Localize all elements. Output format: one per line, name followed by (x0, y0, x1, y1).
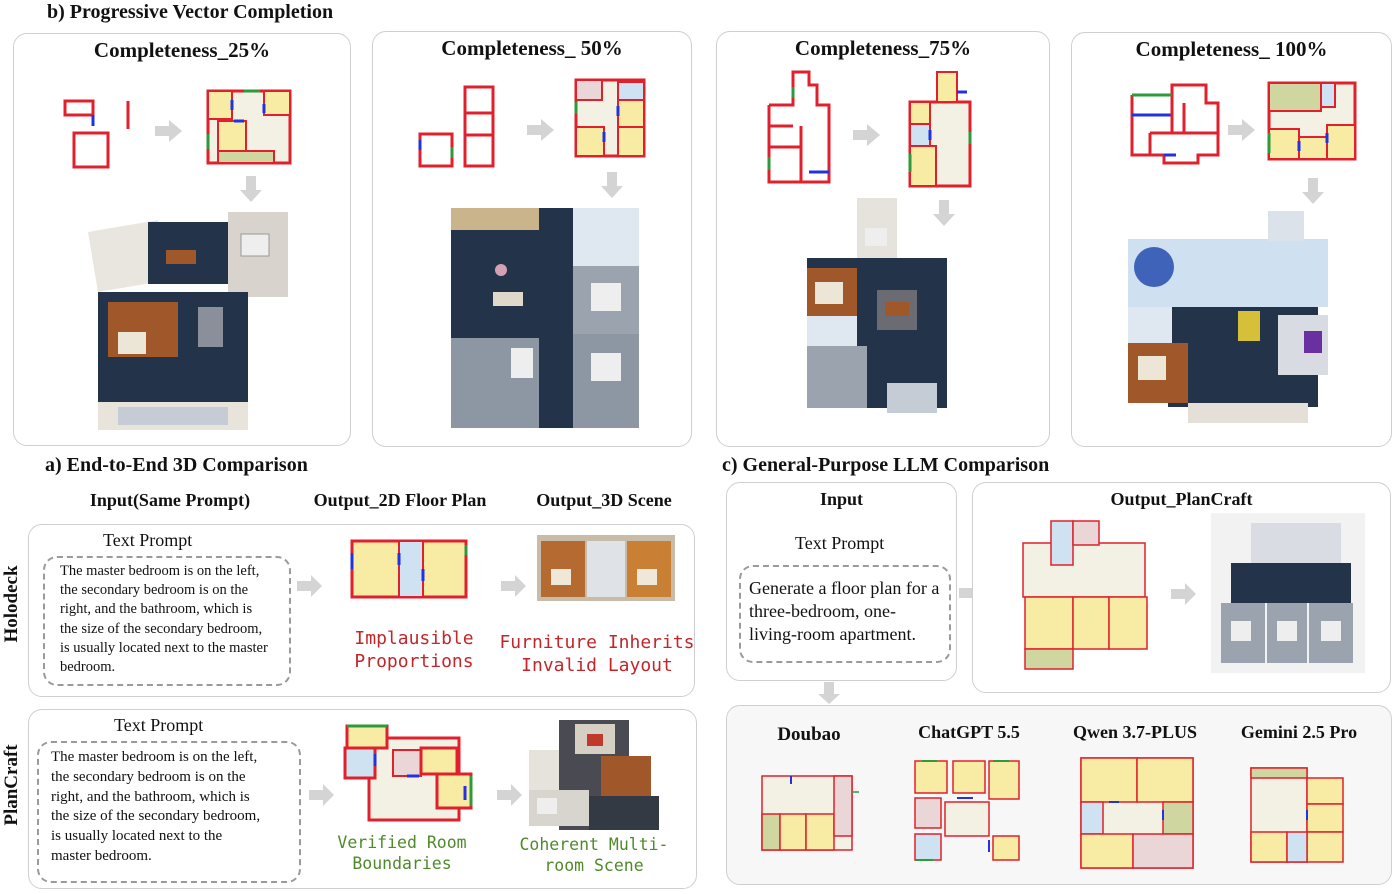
panel-title: Completeness_ 50% (441, 36, 623, 60)
render-3d-scene (807, 198, 947, 413)
plancraft-diagram (309, 720, 659, 830)
header-input: Input(Same Prompt) (89, 490, 251, 510)
prompt-text: The master bedroom is on the left, the s… (60, 563, 268, 676)
arrow-right-icon (297, 575, 322, 597)
arrow-down-icon (1302, 178, 1324, 204)
arrow-right-icon (1228, 119, 1255, 141)
chatgpt-plan (914, 760, 1020, 861)
arrow-right-icon (497, 784, 522, 806)
output-plancraft-diagram (1022, 513, 1365, 673)
arrow-down-icon (818, 682, 840, 704)
arrow-right-icon (155, 120, 182, 142)
arrow-down-icon (601, 172, 623, 198)
scene-note: Furniture Inherits Invalid Layout (499, 632, 695, 676)
scene-note: Coherent Multi- room Scene (519, 835, 669, 875)
arrow-right-icon (501, 575, 526, 597)
panel-completeness-50: Completeness_ 50% (372, 31, 692, 447)
model-name-gemini: Gemini 2.5 Pro (1240, 722, 1358, 742)
render-3d-scene (88, 212, 288, 430)
panel-50-diagram (418, 78, 646, 428)
prompt-box (43, 556, 291, 686)
prompt-box (37, 741, 301, 883)
header-3d-scene: Output_3D Scene (536, 490, 672, 510)
panel-100-diagram (1128, 81, 1357, 423)
doubao-plan (761, 775, 859, 851)
panel-25-diagram (63, 89, 292, 430)
model-name-chatgpt: ChatGPT 5.5 (918, 722, 1020, 742)
panel-title: Completeness_75% (794, 36, 972, 60)
arrow-right-icon (527, 119, 554, 141)
render-3d-scene (451, 208, 639, 428)
qwen-plan (1080, 757, 1194, 869)
arrow-right-icon (853, 124, 880, 146)
prompt-text: Generate a floor plan for a three-bedroo… (749, 578, 940, 644)
prompt-title: Text Prompt (795, 533, 885, 553)
header-2d-floor-plan: Output_2D Floor Plan (313, 490, 487, 510)
output-header: Output_PlanCraft (1110, 489, 1253, 509)
prompt-title: Text Prompt (114, 715, 204, 735)
render-3d-scene (1211, 513, 1365, 673)
prompt-text: The master bedroom is on the left, the s… (51, 749, 261, 864)
plan-note: Verified Room Boundaries (337, 833, 467, 873)
render-3d-scene (537, 535, 675, 601)
panel-completeness-25: Completeness_25% (13, 33, 351, 446)
prompt-box (739, 565, 951, 663)
panel-title: Completeness_ 100% (1135, 37, 1328, 61)
input-card: Input Text Prompt Generate a floor plan … (726, 482, 957, 681)
model-name-doubao: Doubao (777, 724, 841, 745)
section-b-title: b) Progressive Vector Completion (47, 1, 334, 23)
arrow-down-icon (240, 176, 262, 202)
model-name-qwen: Qwen 3.7-PLUS (1072, 722, 1197, 742)
render-3d-scene (1128, 211, 1328, 423)
arrow-right-icon (1171, 583, 1196, 605)
llm-floorplans (761, 757, 1344, 869)
plancraft-row-card: Text Prompt The master bedroom is on the… (28, 709, 697, 889)
output-plancraft-card: Output_PlanCraft (972, 482, 1391, 693)
holodeck-diagram (297, 535, 675, 601)
plan-note: Implausible Proportions (354, 628, 474, 672)
input-header: Input (819, 489, 864, 509)
llm-comparison-card: Doubao ChatGPT 5.5 Qwen 3.7-PLUS Gemini … (726, 705, 1392, 885)
arrow-down-icon (933, 200, 955, 226)
section-c-title: c) General-Purpose LLM Comparison (722, 454, 1050, 476)
row-label-plancraft: PlanCraft (1, 744, 22, 826)
panel-completeness-75: Completeness_75% (716, 31, 1050, 447)
panel-75-diagram (767, 70, 972, 413)
render-3d-scene (529, 720, 659, 830)
row-label-holodeck: Holodeck (1, 565, 22, 643)
holodeck-row-card: Text Prompt The master bedroom is on the… (28, 524, 695, 697)
panel-title: Completeness_25% (93, 38, 271, 62)
section-a-title: a) End-to-End 3D Comparison (45, 454, 308, 476)
panel-completeness-100: Completeness_ 100% (1071, 32, 1392, 447)
arrow-right-icon (309, 784, 334, 806)
prompt-title: Text Prompt (103, 530, 193, 550)
gemini-plan (1250, 767, 1344, 863)
